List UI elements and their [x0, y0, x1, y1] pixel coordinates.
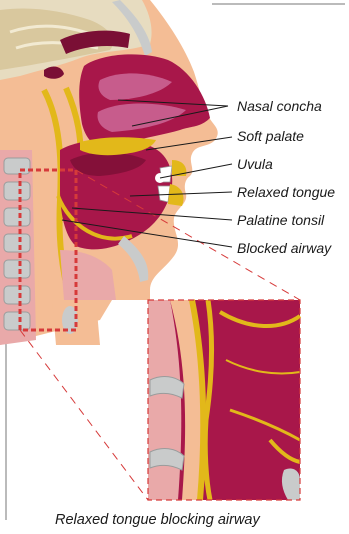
label-relaxed-tongue: Relaxed tongue [237, 184, 335, 200]
zoom-connector-bottom [20, 330, 148, 500]
vertebrae [4, 158, 30, 330]
figure-caption: Relaxed tongue blocking airway [55, 512, 260, 528]
teeth-lower [158, 186, 170, 202]
label-palatine-tonsil: Palatine tonsil [237, 212, 325, 228]
zoom-inset [148, 300, 300, 500]
label-uvula: Uvula [237, 156, 273, 172]
label-soft-palate: Soft palate [237, 128, 304, 144]
label-blocked-airway: Blocked airway [237, 240, 332, 256]
label-nasal-concha: Nasal concha [237, 98, 322, 114]
